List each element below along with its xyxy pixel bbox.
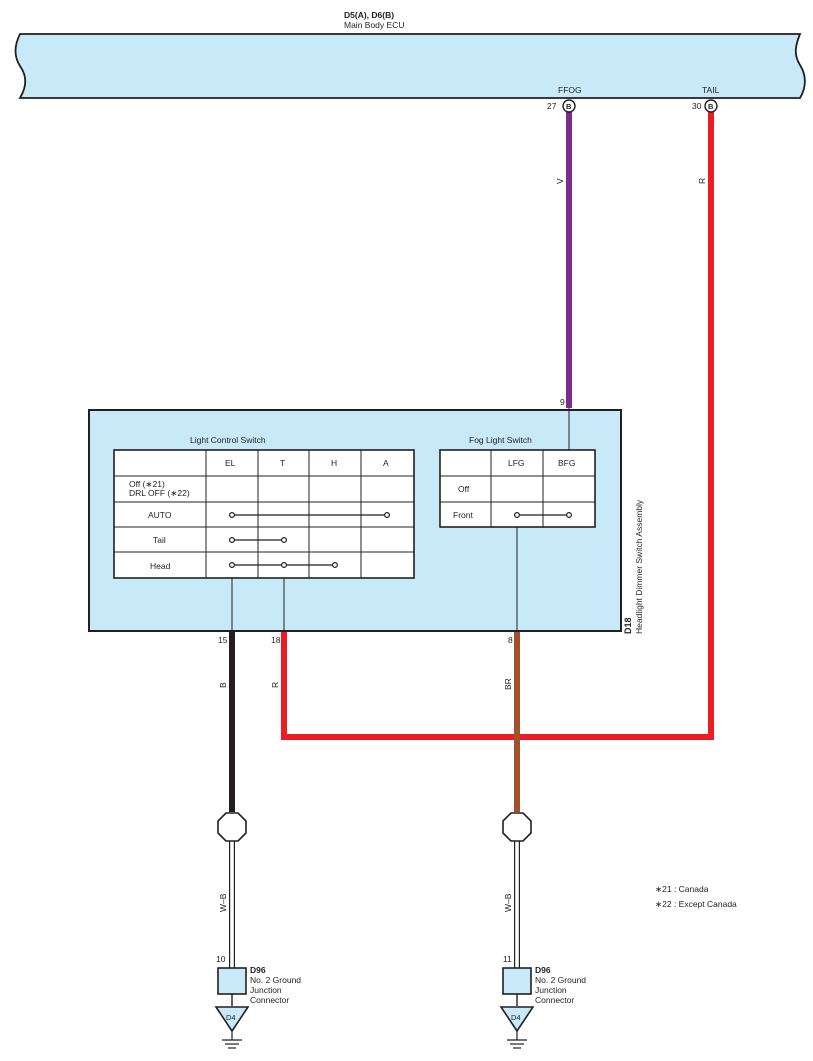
pin-name-ffog: FFOG	[558, 85, 582, 95]
pin-name-tail: TAIL	[702, 85, 720, 95]
fls-row-off: Off	[458, 484, 470, 494]
assembly-name: Headlight Dimmer Switch Assembly	[634, 499, 644, 634]
lcs-row-off: Off (∗21)	[129, 479, 165, 489]
fls-contacts	[513, 511, 572, 518]
ground-connector-right	[502, 967, 532, 995]
lcs-row-head: Head	[150, 561, 171, 571]
pin-number-30: 30	[692, 101, 702, 111]
wire-code-ffog: V	[555, 178, 565, 184]
ground-right-pin: 11	[503, 954, 512, 964]
ground-right-point: D4	[511, 1013, 521, 1022]
ground-left-code: D96	[250, 965, 266, 975]
assembly-pin-9: 9	[560, 397, 565, 407]
assembly-pin-18: 18	[271, 635, 281, 645]
wire-code-pin15: B	[218, 682, 228, 688]
wire-code-ground-right: W–B	[503, 893, 513, 912]
ground-connector-left	[217, 967, 247, 995]
lcs-col-el: EL	[225, 458, 236, 468]
ground-left-line3: Connector	[250, 995, 289, 1005]
ground-left-line2: Junction	[250, 985, 282, 995]
ground-left-pin: 10	[216, 954, 226, 964]
ground-left-line1: No. 2 Ground	[250, 975, 301, 985]
ground-symbol-right	[507, 1031, 527, 1049]
ecu-name: Main Body ECU	[344, 20, 404, 30]
assembly-pin-15: 15	[218, 635, 228, 645]
fls-row-front: Front	[453, 510, 473, 520]
wire-red-tail	[281, 112, 714, 740]
lcs-contacts	[229, 511, 391, 568]
lcs-col-a: A	[383, 458, 389, 468]
wire-code-pin8: BR	[503, 678, 513, 690]
splice-left	[217, 812, 247, 842]
assembly-pin-8: 8	[508, 635, 513, 645]
light-control-switch-title: Light Control Switch	[190, 435, 266, 445]
lcs-row-tail: Tail	[153, 535, 166, 545]
ground-right-line3: Connector	[535, 995, 574, 1005]
lcs-col-t: T	[280, 458, 285, 468]
ecu-connector-label: D5(A), D6(B)	[344, 10, 394, 20]
note-except-canada: ∗22 : Except Canada	[655, 899, 737, 909]
light-control-switch-table	[113, 449, 415, 579]
ground-right-code: D96	[535, 965, 551, 975]
ground-right-line2: Junction	[535, 985, 567, 995]
lcs-row-drl-off: DRL OFF (∗22)	[129, 488, 190, 498]
wire-code-pin18: R	[270, 682, 280, 688]
ground-left-point: D4	[226, 1013, 236, 1022]
ecu-body	[14, 33, 806, 99]
wire-code-tail: R	[697, 178, 707, 184]
wire-code-ground-left: W–B	[218, 893, 228, 912]
ground-symbol-left	[222, 1031, 242, 1049]
pin-number-27: 27	[547, 101, 557, 111]
ground-point-right	[499, 1006, 535, 1033]
assembly-code: D18	[623, 617, 633, 634]
ground-point-left	[214, 1006, 250, 1033]
ground-right-line1: No. 2 Ground	[535, 975, 586, 985]
fog-light-switch-title: Fog Light Switch	[469, 435, 532, 445]
splice-right	[502, 812, 532, 842]
terminal-tail	[704, 99, 718, 113]
note-canada: ∗21 : Canada	[655, 884, 709, 894]
fls-col-bfg: BFG	[558, 458, 575, 468]
terminal-tail-connector: B	[708, 102, 714, 111]
terminal-ffog-connector: B	[566, 102, 572, 111]
lcs-col-h: H	[331, 458, 337, 468]
fls-col-lfg: LFG	[508, 458, 525, 468]
lcs-row-auto: AUTO	[148, 510, 172, 520]
terminal-ffog	[562, 99, 576, 113]
